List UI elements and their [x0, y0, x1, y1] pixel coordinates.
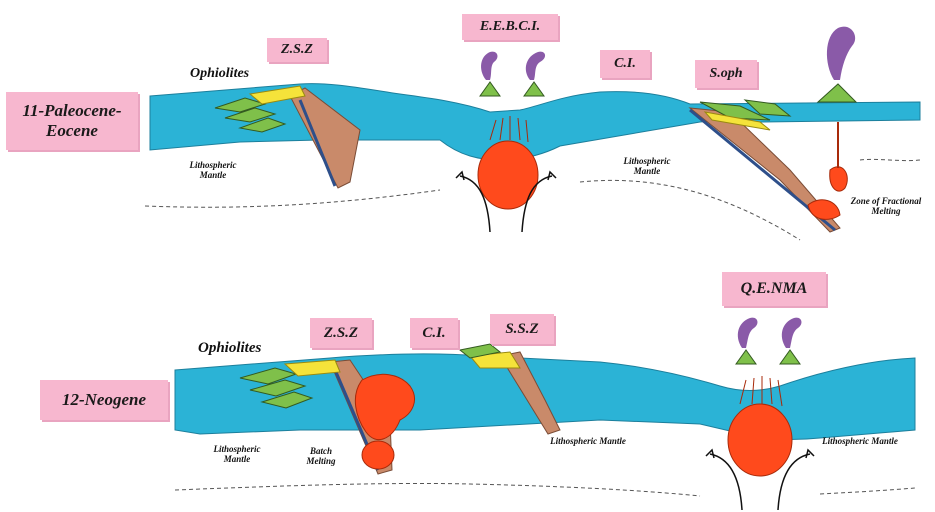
- panel2-volcano-a: [736, 350, 756, 364]
- panel1-right-magma-2: [808, 200, 840, 220]
- panel2-dashed-base: [175, 483, 915, 496]
- panel1-volcano-b: [524, 82, 544, 96]
- label-mantle-1-mid: Lithospheric Mantle: [612, 156, 682, 176]
- panel1-plume-c: [827, 27, 855, 80]
- label-mantle-2-mid: Lithospheric Mantle: [548, 436, 628, 446]
- label-soph: S.oph: [695, 60, 757, 88]
- stage-label-neogene: 12-Neogene: [40, 380, 168, 420]
- panel2-lower-magma: [362, 441, 394, 469]
- label-mantle-2-right: Lithospheric Mantle: [820, 436, 900, 446]
- label-zsz-1: Z.S.Z: [267, 38, 327, 62]
- label-mantle-1-left: Lithospheric Mantle: [178, 160, 248, 180]
- panel2-volcano-b: [780, 350, 800, 364]
- label-mantle-2-left: Lithospheric Mantle: [202, 444, 272, 464]
- panel1-plume-b: [526, 52, 545, 80]
- label-ci-2: C.I.: [410, 318, 458, 348]
- panel2-plume-b: [782, 318, 802, 348]
- panel1-plume-a: [481, 52, 497, 80]
- label-zsz-2: Z.S.Z: [310, 318, 372, 348]
- panel1-volcano-a: [480, 82, 500, 96]
- label-ophiolites-1: Ophiolites: [190, 66, 249, 82]
- stage-label-paleocene: 11-Paleocene-Eocene: [6, 92, 138, 150]
- label-batch-melting: Batch Melting: [296, 446, 346, 466]
- panel-1-graphics: [145, 27, 920, 240]
- label-ci-1: C.I.: [600, 50, 650, 78]
- label-ssz: S.S.Z: [490, 314, 554, 344]
- label-eebci: E.E.B.C.I.: [462, 14, 558, 40]
- label-ophiolites-2: Ophiolites: [198, 340, 261, 357]
- panel1-central-magma: [478, 141, 538, 209]
- panel1-right-magma: [830, 167, 848, 191]
- panel1-volcano-c: [818, 84, 856, 102]
- label-fractional-melting: Zone of Fractional Melting: [840, 196, 932, 216]
- panel-2-graphics: [175, 318, 915, 510]
- panel2-plume-a: [738, 318, 758, 348]
- label-qenma: Q.E.NMA: [722, 272, 826, 306]
- panel2-central-magma: [728, 404, 792, 476]
